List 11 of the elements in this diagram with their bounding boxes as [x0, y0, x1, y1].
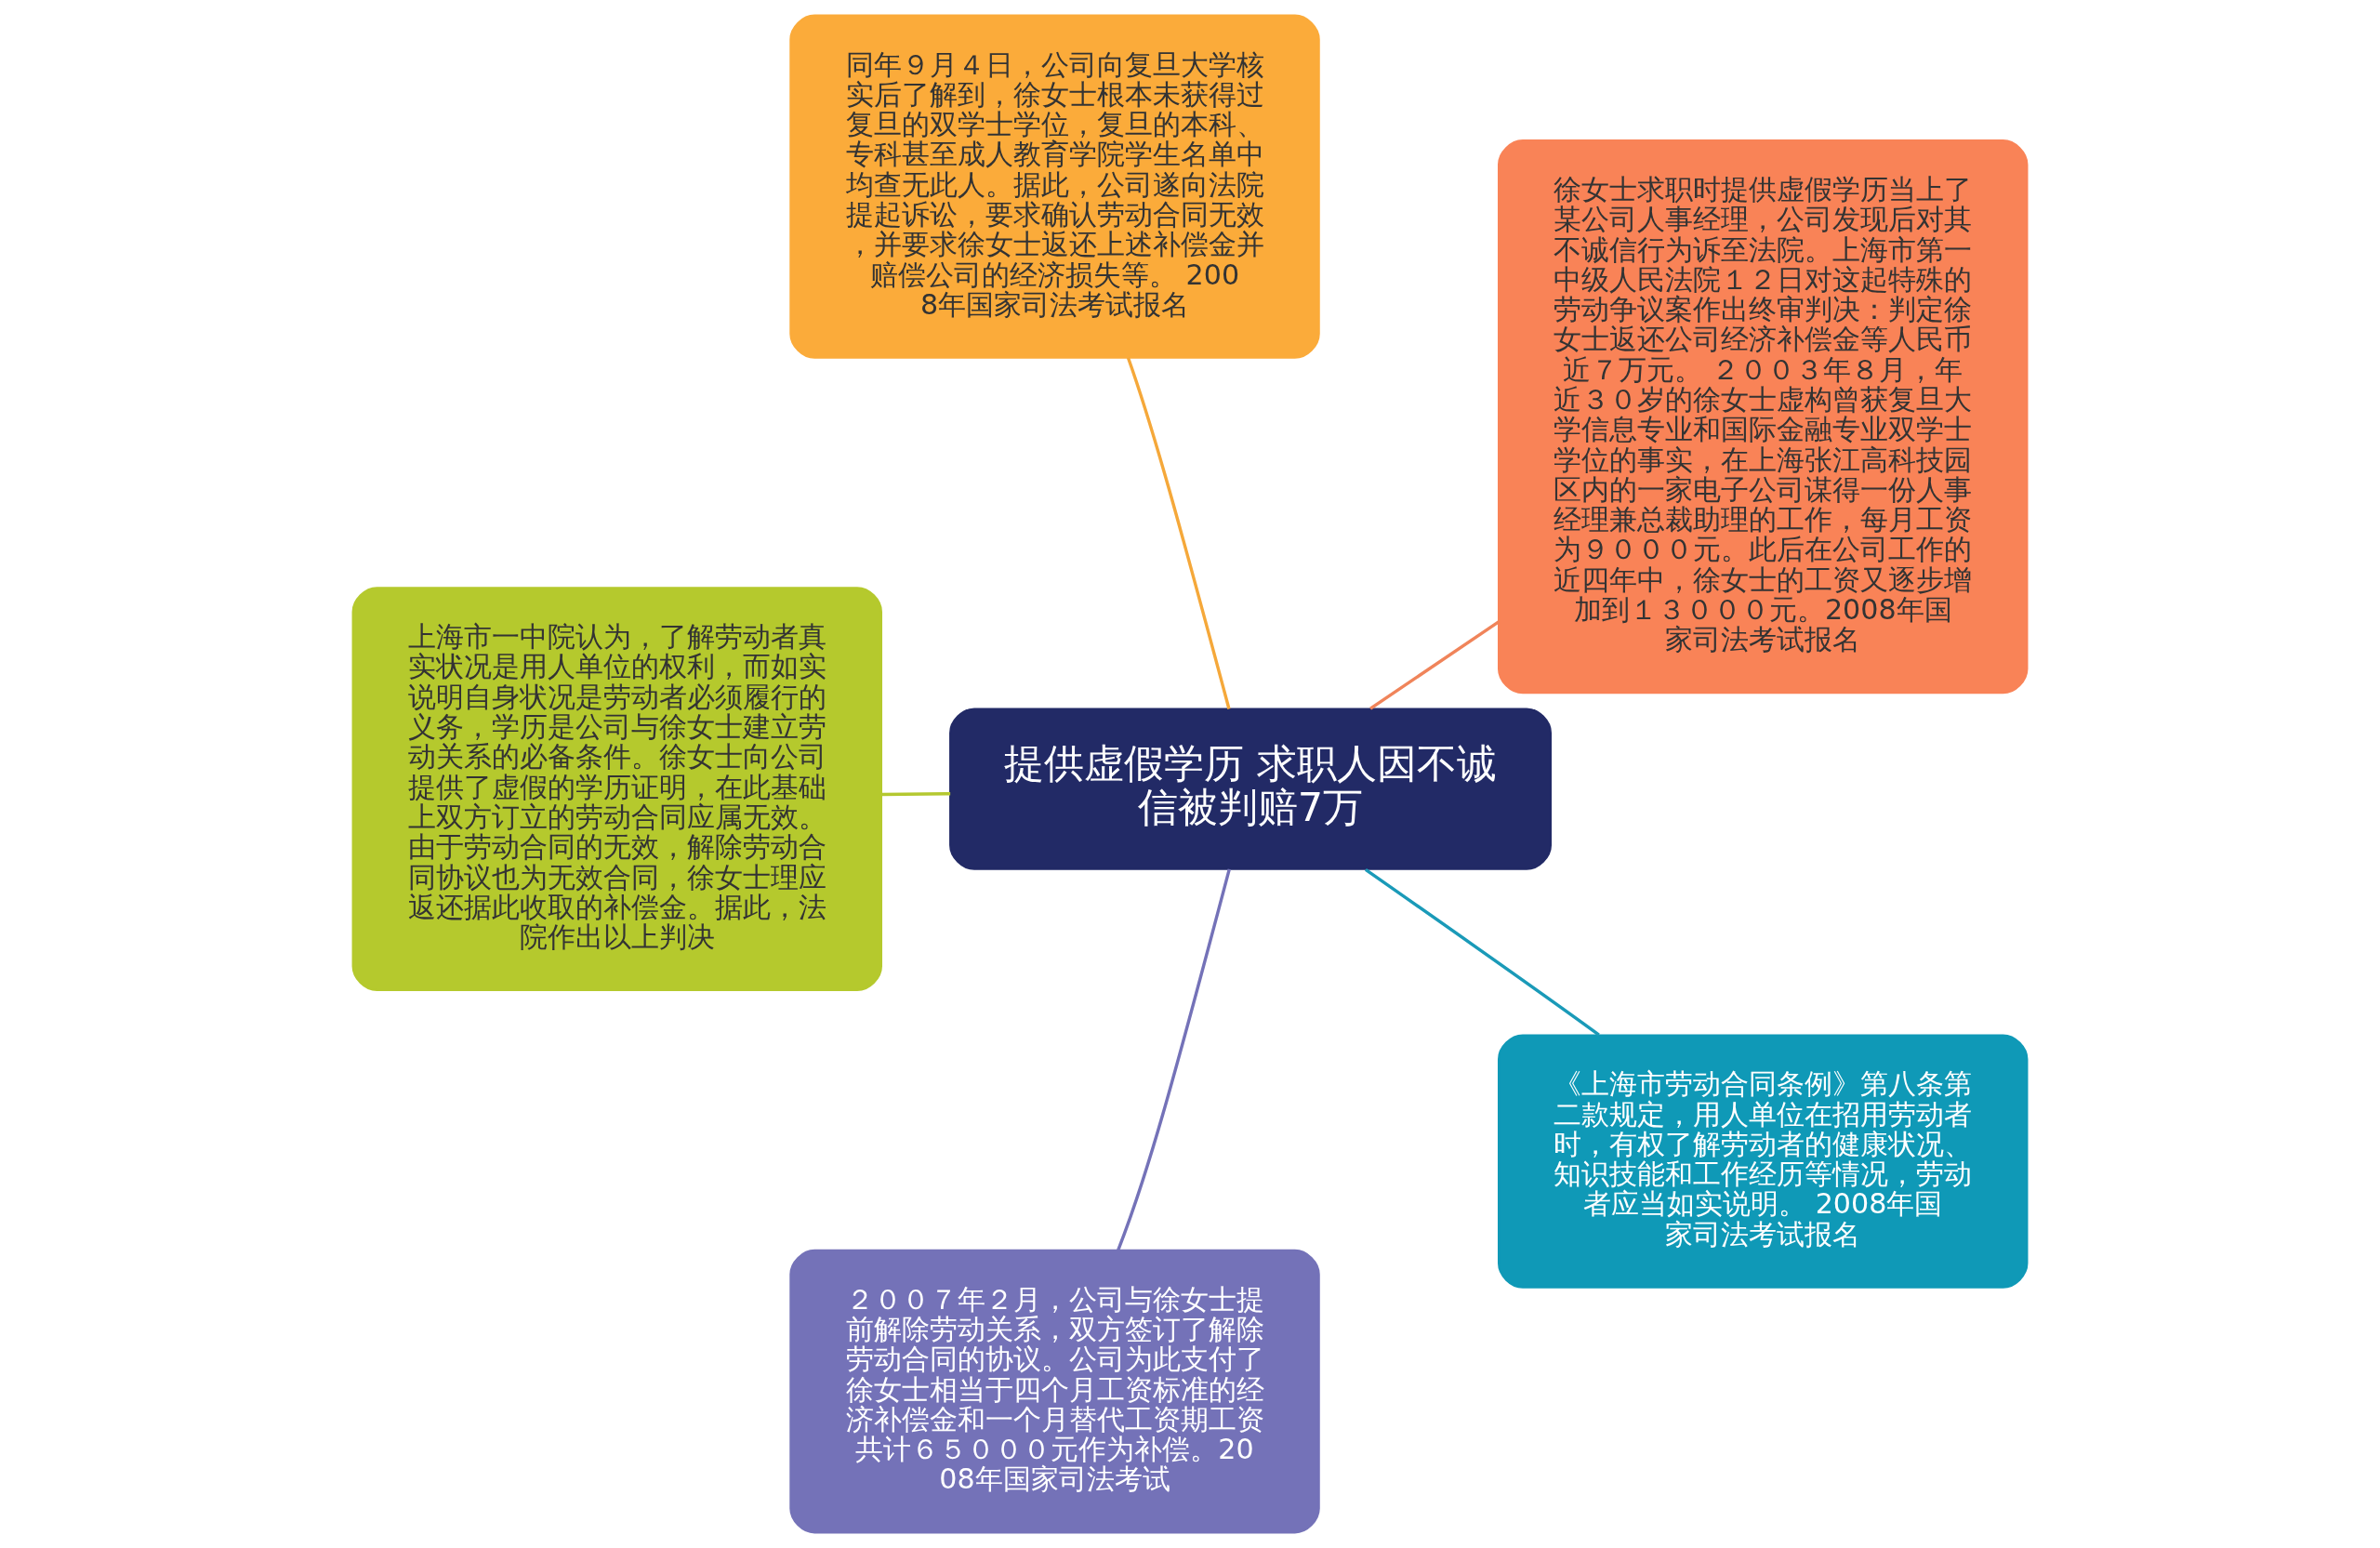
node-box: 提供虚假学历 求职人因不诚信被判赔7万 — [949, 708, 1553, 870]
node-box: ２００７年２月，公司与徐女士提前解除劳动关系，双方签订了解除劳动合同的协议。公司为此支付了徐女士相当于四个月工资标准的经济补偿金和一个月替代工资期工资共计６５０００元作为补偿。2008年国家司法考试 — [789, 1249, 1320, 1534]
connector — [1364, 867, 1600, 1037]
connector — [881, 792, 951, 797]
node-box: 《上海市劳动合同条例》第八条第二款规定，用人单位在招用劳动者时，有权了解劳动者的健康状况、知识技能和工作经历等情况，劳动者应当如实说明。 2008年国家司法考试报名 — [1498, 1034, 2029, 1289]
node-box: 徐女士求职时提供虚假学历当上了某公司人事经理，公司发现后对其不诚信行为诉至法院。上海市第一中级人民法院１２日对这起特殊的劳动争议案作出终审判决：判定徐女士返还公司经济补偿金等人民币近７万元。 ２００３年８月，年近３０岁的徐女士虚构曾获复旦大学信息专业和国际金融专业双学士学位的事实，在上海张江高科技园区内的一家电子公司谋得一份人事经理兼总裁助理的工作，每月工资为９０００元。此后在公司工作的近四年中，徐女士的工资又逐步增加到１３０００元。2008年国家司法考试报名 — [1498, 139, 2029, 695]
node-box: 上海市一中院认为，了解劳动者真实状况是用人单位的权利，而如实说明自身状况是劳动者必须履行的义务，学历是公司与徐女士建立劳动关系的必备条件。徐女士向公司提供了虚假的学历证明，在此基础上双方订立的劳动合同应属无效。由于劳动合同的无效，解除劳动合同协议也为无效合同，徐女士理应返还据此收取的补偿金。据此，法院作出以上判决 — [351, 587, 882, 992]
connector — [1117, 868, 1231, 1251]
connector — [1126, 357, 1231, 709]
node-box: 同年９月４日，公司向复旦大学核实后了解到，徐女士根本未获得过复旦的双学士学位，复旦的本科、专科甚至成人教育学院学生名单中均查无此人。据此，公司遂向法院提起诉讼，要求确认劳动合同无效，并要求徐女士返还上述补偿金并赔偿公司的经济损失等。 2008年国家司法考试报名 — [789, 14, 1320, 359]
connector — [1369, 620, 1500, 710]
